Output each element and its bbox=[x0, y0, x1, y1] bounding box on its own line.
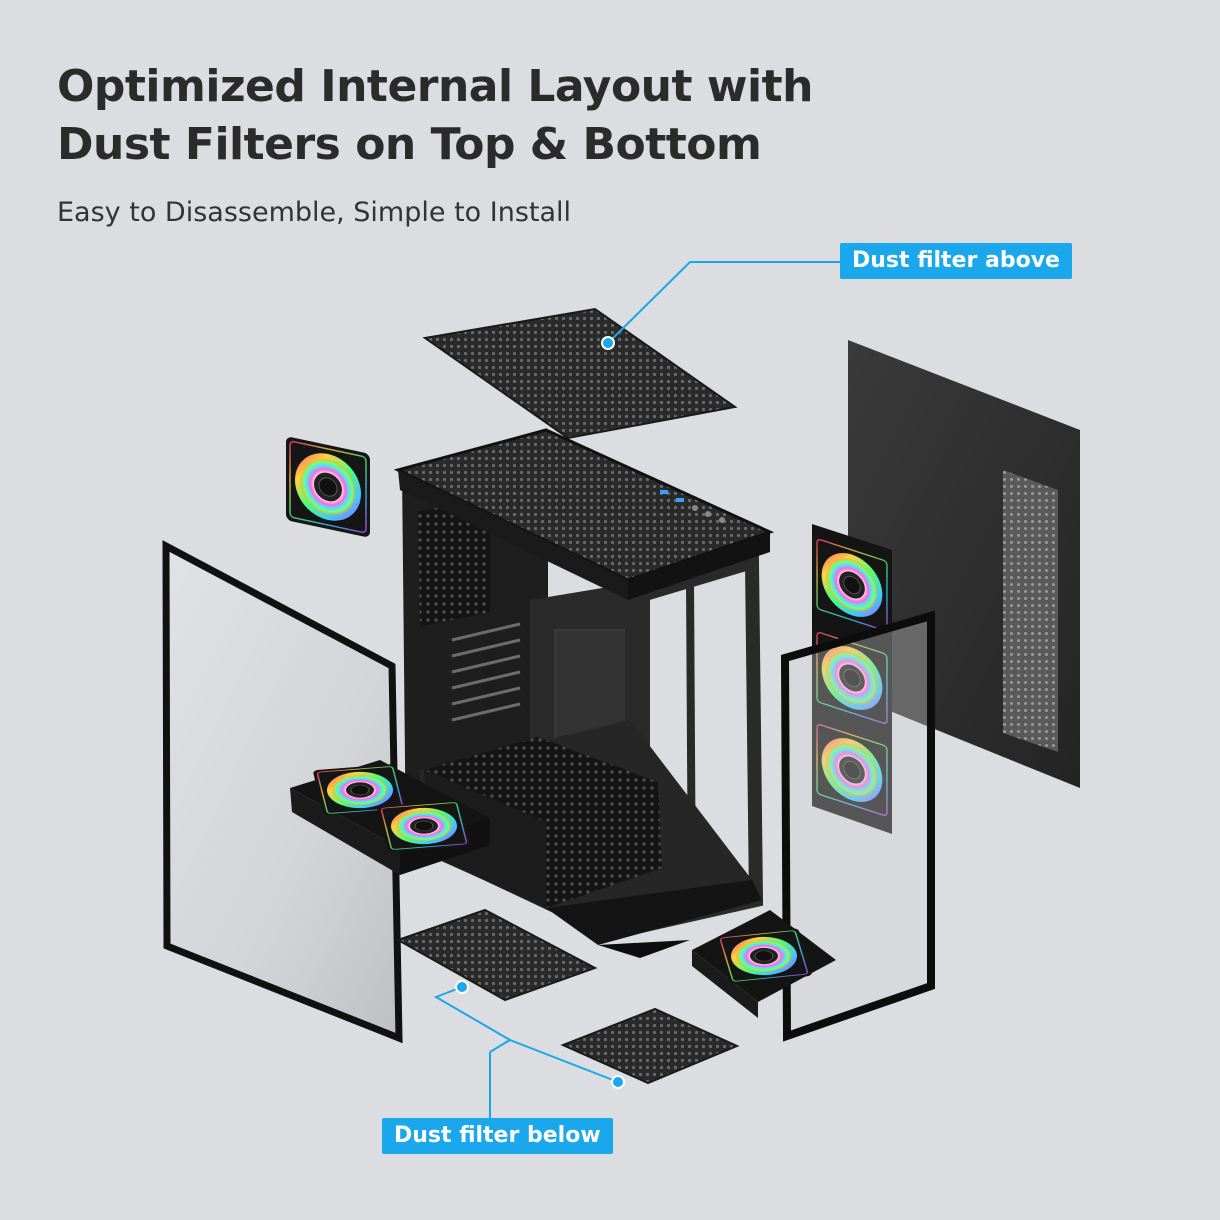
subheadline: Easy to Disassemble, Simple to Install bbox=[57, 197, 572, 228]
right-glass-panel bbox=[780, 610, 935, 1042]
bottom-dust-filter-left bbox=[395, 908, 598, 1002]
rgb-fan-stack-right bbox=[812, 524, 892, 834]
left-glass-panel bbox=[162, 540, 403, 1044]
bottom-callout-dot-left bbox=[455, 980, 469, 994]
top-dust-filter bbox=[422, 307, 738, 440]
callout-dust-filter-above: Dust filter above bbox=[840, 243, 1072, 279]
headline: Optimized Internal Layout with Dust Filt… bbox=[57, 58, 957, 174]
rgb-fan-bottom-right bbox=[692, 910, 836, 1018]
pc-case-chassis bbox=[393, 428, 775, 958]
rgb-fan-pair-bottom-left bbox=[290, 760, 490, 875]
top-callout-leader bbox=[607, 261, 840, 344]
rgb-fan-top-left bbox=[285, 435, 371, 539]
headline-line-1: Optimized Internal Layout with bbox=[57, 61, 813, 112]
right-side-panel bbox=[848, 340, 1080, 788]
bottom-dust-filter-right bbox=[560, 1007, 740, 1085]
bottom-callout-leader bbox=[433, 986, 619, 1083]
headline-line-2: Dust Filters on Top & Bottom bbox=[57, 119, 762, 170]
top-callout-dot bbox=[601, 336, 615, 350]
callout-dust-filter-below: Dust filter below bbox=[382, 1118, 613, 1154]
bottom-callout-dot-right bbox=[611, 1075, 625, 1089]
